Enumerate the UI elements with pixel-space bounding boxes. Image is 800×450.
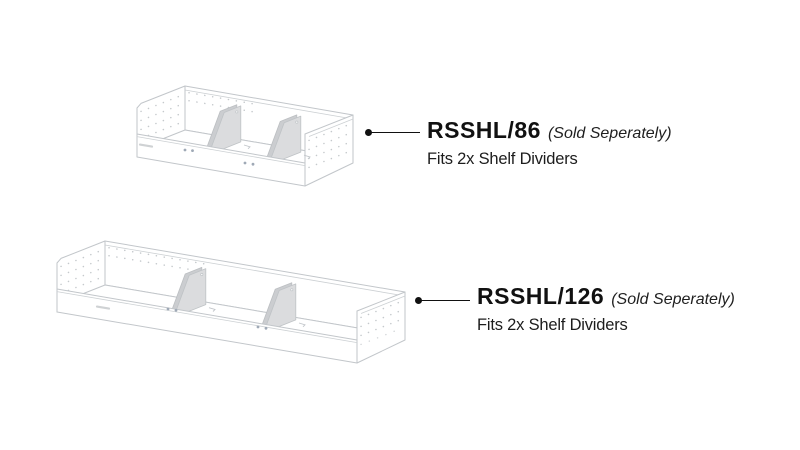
shelf-86-label: RSSHL/86 (Sold Seperately) Fits 2x Shelf …	[427, 117, 672, 169]
front-rail	[136, 133, 306, 187]
shelf-divider-2	[264, 114, 311, 169]
callout-dot-126	[415, 297, 422, 304]
shelf-126-illustration	[56, 240, 406, 364]
right-panel	[356, 291, 406, 364]
fits-description: Fits 2x Shelf Dividers	[427, 150, 578, 168]
shelf-126-label: RSSHL/126 (Sold Seperately) Fits 2x Shelf…	[477, 283, 735, 335]
callout-line-86	[369, 131, 420, 134]
rivets	[166, 307, 268, 330]
rivets	[183, 148, 255, 166]
brand-mark	[95, 305, 111, 310]
fits-description: Fits 2x Shelf Dividers	[477, 316, 628, 334]
shelf-86-title-line: RSSHL/86 (Sold Seperately)	[427, 117, 672, 147]
shelf-86-illustration	[136, 85, 354, 187]
sold-separately-note: (Sold Seperately)	[611, 291, 735, 308]
shelf-126-figure	[45, 222, 420, 372]
back-panel	[104, 240, 406, 337]
right-panel	[304, 114, 354, 187]
front-rail	[56, 288, 358, 364]
shelf-126-title-line: RSSHL/126 (Sold Seperately)	[477, 283, 735, 313]
sold-separately-note: (Sold Seperately)	[547, 125, 672, 142]
product-code: RSSHL/86	[427, 117, 541, 143]
callout-line-126	[419, 299, 470, 302]
shelf-divider-1	[169, 266, 216, 321]
callout-dot-86	[365, 129, 372, 136]
shelf-86-figure	[110, 70, 390, 205]
product-code: RSSHL/126	[477, 283, 605, 309]
brand-mark	[138, 143, 154, 148]
